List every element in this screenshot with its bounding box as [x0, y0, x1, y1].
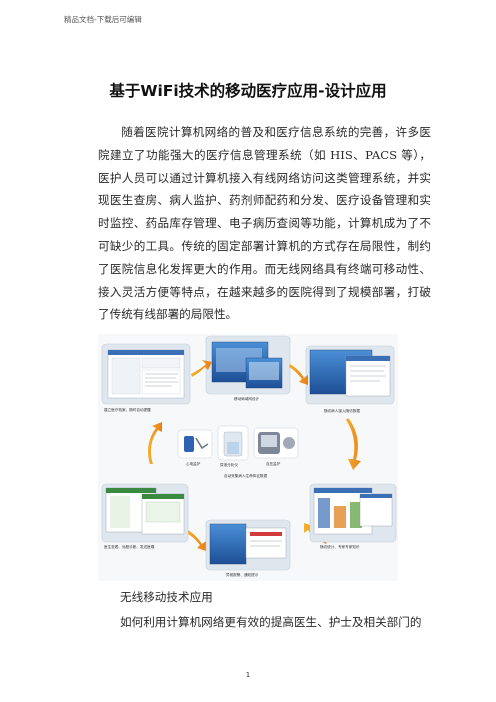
panel-follow-up-statistics	[309, 483, 397, 543]
device-blood-pressure-monitor	[253, 427, 299, 459]
paragraph-2: 如何利用计算机网络更有效的提高医生、护士及相关部门的	[120, 615, 422, 629]
device-ecg-monitor	[177, 429, 213, 459]
device-urine-analyzer	[217, 425, 249, 461]
arrow-left	[148, 422, 162, 464]
caption-top-left: 建立医疗档案，随时自动提醒	[104, 407, 151, 412]
caption-bottom-left: 医生查看、远程诊断、发送医嘱	[104, 544, 155, 549]
section-heading: 无线移动技术应用	[120, 590, 213, 604]
intro-paragraph: 随着医院计算机网络的普及和医疗信息系统的完善，许多医院建立了功能强大的医疗信息管…	[98, 125, 431, 322]
caption-device-2: 尿液分析仪	[220, 462, 238, 467]
caption-top-right: 随访病人接入随访数据	[324, 408, 360, 413]
mobile-medical-workflow-figure: 建立医疗档案，随时自动提醒 移动局域网设计 随访病人接入随访数据	[98, 334, 398, 581]
caption-bottom-right: 随访统计、专家专家知识	[320, 544, 360, 549]
caption-device-3: 血压监护	[266, 461, 281, 466]
arrow-top-left	[191, 360, 212, 377]
intro-paragraph-block: 随着医院计算机网络的普及和医疗信息系统的完善，许多医院建立了功能强大的医疗信息管…	[98, 121, 431, 326]
caption-device-1: 心电监护	[186, 461, 201, 466]
arrow-right	[346, 418, 361, 470]
page-number: 1	[245, 671, 251, 679]
panel-alarm-notification	[205, 519, 291, 571]
arrow-top-right	[289, 364, 308, 385]
page-header: 精品文档-下载后可编辑	[64, 15, 142, 24]
panel-mobile-lan	[205, 335, 291, 395]
article-title: 基于WiFi技术的移动医疗应用-设计应用	[109, 82, 387, 100]
panel-follow-up-data	[305, 345, 395, 405]
panel-medical-records	[101, 343, 191, 405]
caption-center: 自动采集病人生命体征数据	[224, 473, 268, 478]
panel-doctor-diagnosis	[101, 483, 189, 543]
caption-bottom-center: 异常报警、通知提示	[226, 572, 259, 577]
arrow-bottom-left	[186, 530, 206, 551]
caption-top: 移动局域网设计	[234, 396, 260, 401]
workflow-diagram: 建立医疗档案，随时自动提醒 移动局域网设计 随访病人接入随访数据	[98, 334, 398, 581]
